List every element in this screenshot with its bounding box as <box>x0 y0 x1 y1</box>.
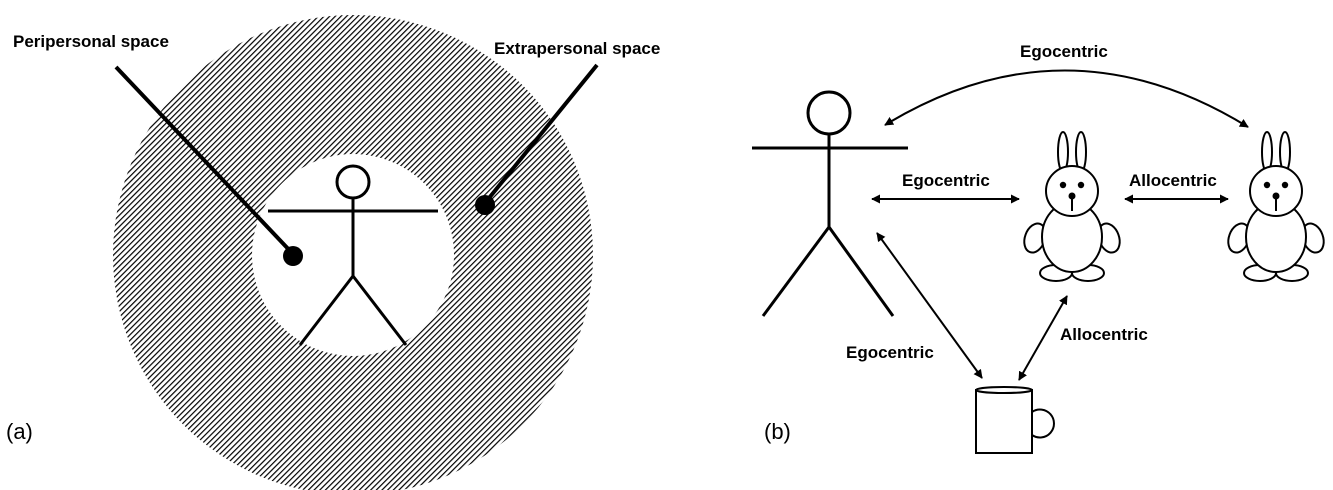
extrapersonal-leader-line <box>483 63 599 205</box>
peripersonal-space-label: Peripersonal space <box>13 32 169 51</box>
extrapersonal-marker-dot <box>475 195 495 215</box>
person-mug-arrow <box>876 232 983 379</box>
allocentric-bunny-bunny-label: Allocentric <box>1129 171 1217 190</box>
person-figure-b <box>752 90 908 317</box>
extrapersonal-space-label: Extrapersonal space <box>494 39 660 58</box>
person-figure-a <box>268 164 438 346</box>
egocentric-person-bunny-label: Egocentric <box>902 171 990 190</box>
panel-b-tag: (b) <box>764 419 791 444</box>
panel-a: Peripersonal space Extrapersonal space (… <box>6 15 660 490</box>
egocentric-arc-label: Egocentric <box>1020 42 1108 61</box>
bunny-toy-far <box>1227 131 1325 282</box>
bunny-toy-near <box>1023 131 1121 282</box>
bunny-mug-arrow <box>1018 295 1068 381</box>
peripersonal-leader-line <box>114 65 295 256</box>
egocentric-person-mug-label: Egocentric <box>846 343 934 362</box>
peripersonal-marker-dot <box>283 246 303 266</box>
panel-b: Egocentric Egocentric Allocentric Egocen… <box>752 42 1325 454</box>
egocentric-arc-arrow <box>884 69 1249 128</box>
panel-a-tag: (a) <box>6 419 33 444</box>
allocentric-bunny-mug-label: Allocentric <box>1060 325 1148 344</box>
mug-object <box>975 386 1055 454</box>
